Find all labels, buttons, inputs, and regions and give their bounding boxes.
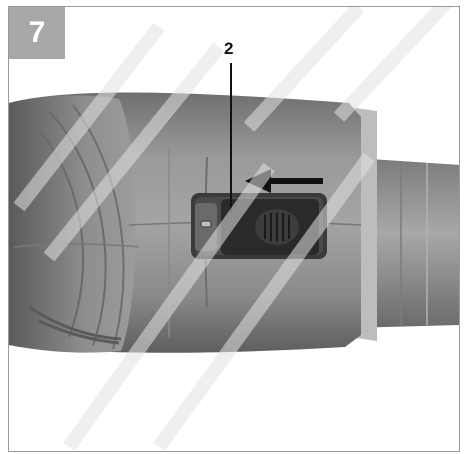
rear-housing [9,95,136,353]
callout-label: 2 [224,39,234,58]
figure-panel: 7 2 [8,6,460,452]
indicator-mark [200,220,212,228]
figure-number-badge: 7 [9,7,65,59]
tool-photo [9,63,459,353]
